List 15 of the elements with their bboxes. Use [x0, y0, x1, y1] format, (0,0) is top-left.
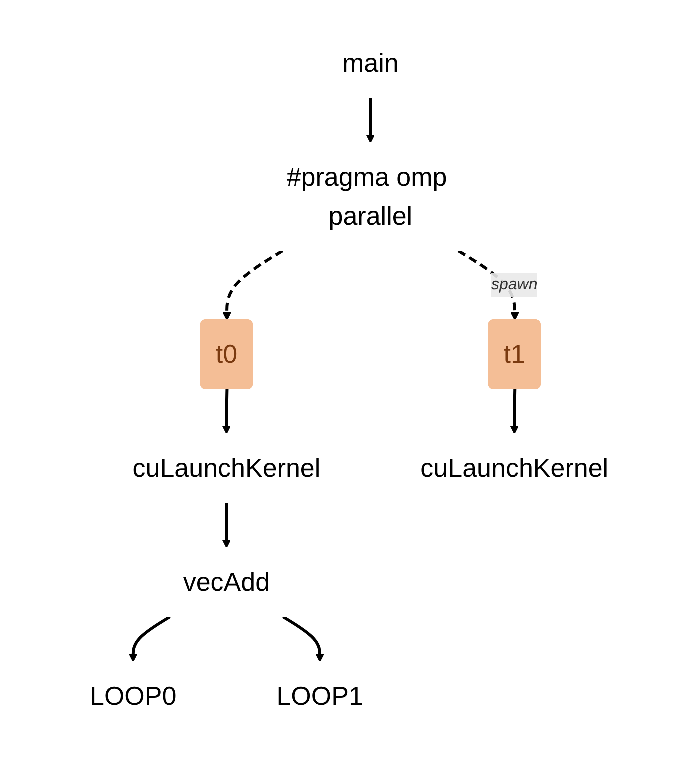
node-text: cuLaunchKernel — [420, 452, 609, 482]
arrow — [366, 98, 376, 143]
node-text: LOOP0 — [90, 680, 177, 710]
arrow — [222, 502, 232, 548]
arrow — [510, 388, 520, 434]
arrow — [282, 615, 325, 662]
arrow — [129, 615, 172, 662]
node-text: vecAdd — [184, 566, 270, 596]
arrow — [222, 249, 284, 320]
edge-label: spawn — [492, 276, 538, 293]
arrow — [222, 388, 232, 434]
node-text: #pragma omp parallel — [287, 161, 448, 230]
node-text: LOOP1 — [276, 680, 364, 710]
node-text: cuLaunchKernel — [132, 452, 321, 482]
node-text: main — [342, 48, 400, 78]
